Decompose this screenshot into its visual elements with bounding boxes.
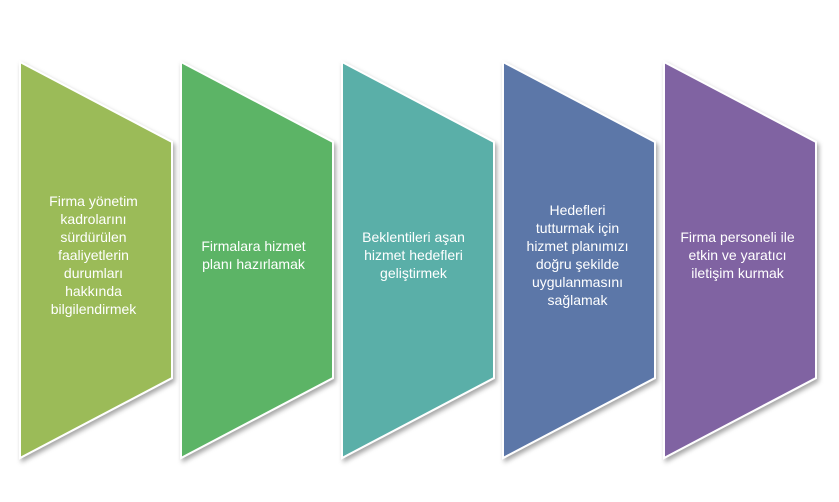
- step-1-label: Firma yönetim kadrolarını sürdürülen faa…: [49, 193, 138, 317]
- step-4-label: Hedefleri tutturmak için hizmet planımız…: [526, 202, 629, 308]
- step-2-label: Firmalara hizmet planı hazırlamak: [201, 238, 306, 272]
- step-4-shape: [502, 60, 656, 460]
- step-3-shape: [341, 60, 495, 460]
- step-2-shape: [180, 60, 334, 460]
- step-5-label: Firma personeli ile etkin ve yaratıcı il…: [680, 229, 795, 281]
- step-3-label: Beklentileri aşan hizmet hedefleri geliş…: [362, 229, 465, 281]
- step-1-shape: [19, 60, 173, 460]
- step-5-shape: [663, 60, 817, 460]
